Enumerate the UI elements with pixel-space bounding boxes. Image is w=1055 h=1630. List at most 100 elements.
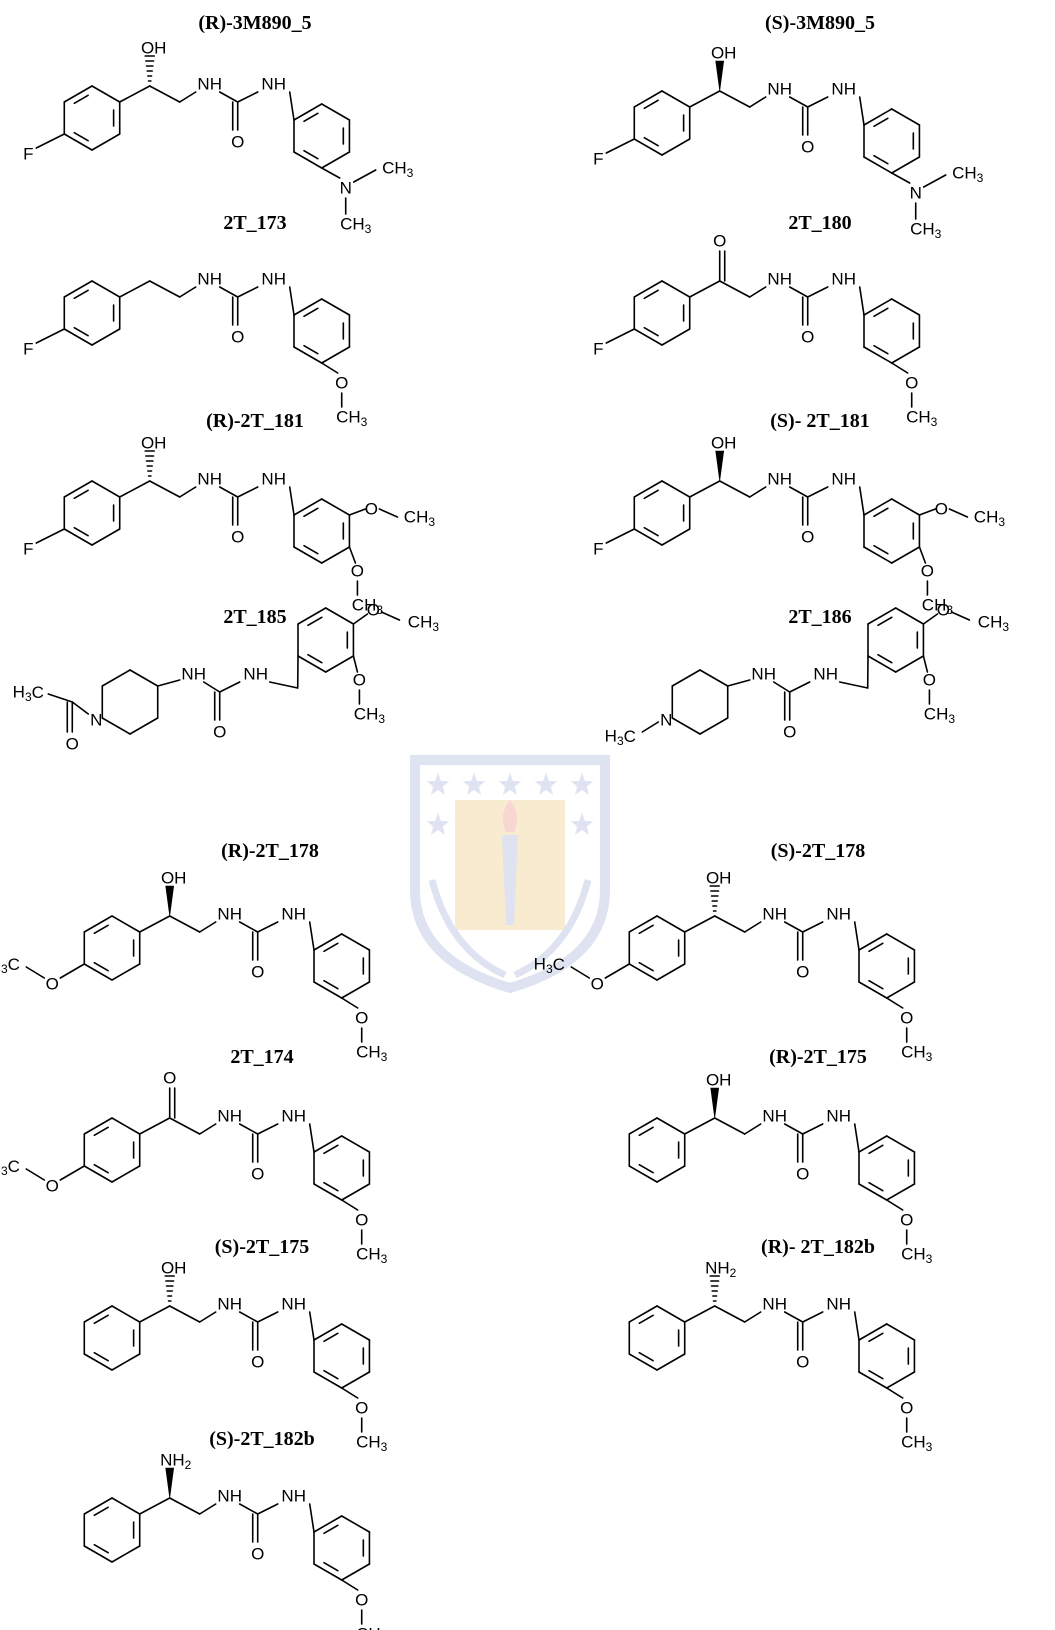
bond-line xyxy=(340,1135,371,1153)
methoxy-oxygen-label: O xyxy=(355,1591,368,1610)
bond-line xyxy=(948,508,969,518)
bond-line xyxy=(873,544,889,555)
bond-line xyxy=(118,280,151,298)
bond-line xyxy=(656,1305,686,1323)
bond-line xyxy=(633,90,663,108)
bond-line xyxy=(873,117,889,128)
bond-line xyxy=(313,1183,343,1201)
bond-line xyxy=(303,507,319,518)
bond-line xyxy=(885,1135,916,1153)
bond-line xyxy=(352,613,369,625)
fluorine-label: F xyxy=(593,150,603,169)
urea-oxygen-label: O xyxy=(796,1165,809,1184)
wedge-bond xyxy=(165,885,175,917)
bond-line xyxy=(570,966,591,979)
bond-line xyxy=(293,103,323,121)
bond-line xyxy=(320,362,339,374)
bond-line xyxy=(25,1168,46,1181)
bond-line xyxy=(303,112,319,123)
bond-line xyxy=(111,1545,141,1563)
bond-line xyxy=(806,96,829,108)
bond-line xyxy=(83,963,113,981)
amine-n-label: N xyxy=(910,184,922,203)
bond-line xyxy=(93,1126,109,1137)
bond-line xyxy=(256,921,279,933)
bond-line xyxy=(63,85,93,103)
bond-line xyxy=(890,546,921,564)
bond-line xyxy=(198,1311,217,1323)
methyl-label: CH3 xyxy=(340,215,372,237)
methyl-label: CH3 xyxy=(901,1043,933,1065)
amine-label: NH2 xyxy=(705,1259,737,1281)
amide-nh-label: NH xyxy=(197,75,222,94)
methyl-label: CH3 xyxy=(356,1625,388,1630)
methyl-label: CH3 xyxy=(978,613,1010,635)
bond-line xyxy=(168,1117,201,1135)
wedge-bond xyxy=(715,60,725,92)
bond-line xyxy=(323,1524,339,1535)
bond-line xyxy=(91,133,121,151)
methoxy-oxygen-label: O xyxy=(367,601,380,620)
bond-line xyxy=(83,1353,113,1371)
bond-line xyxy=(628,1117,658,1135)
bond-line xyxy=(894,655,925,673)
bond-line xyxy=(867,607,897,625)
bond-line xyxy=(867,655,897,673)
methoxy-oxygen-label: O xyxy=(921,562,934,581)
bond-line xyxy=(788,96,809,108)
bond-line xyxy=(605,138,636,154)
amide-nh-label: NH xyxy=(217,1487,242,1506)
bond-line xyxy=(218,486,239,498)
bond-line xyxy=(868,979,884,990)
bond-line xyxy=(293,498,323,516)
aryl-nh-label: NH xyxy=(831,270,856,289)
bond-line xyxy=(101,669,131,687)
bond-line xyxy=(633,328,663,346)
bond-line xyxy=(863,108,893,126)
bond-line xyxy=(661,280,691,298)
bond-line xyxy=(605,528,636,544)
methyl-label: CH3 xyxy=(356,1043,388,1065)
piperidine-n-label: N xyxy=(90,711,102,730)
bond-line xyxy=(380,611,401,621)
wedge-bond xyxy=(165,1467,175,1499)
bond-line xyxy=(111,1497,141,1515)
star-icon xyxy=(462,773,486,795)
bond-line xyxy=(743,1311,762,1323)
bond-line xyxy=(890,498,921,516)
bond-line xyxy=(628,1353,658,1371)
methoxy-oxygen-label: O xyxy=(353,671,366,690)
star-icon xyxy=(426,773,450,795)
urea-oxygen-label: O xyxy=(231,133,244,152)
bond-line xyxy=(604,963,631,979)
methyl-label: CH3 xyxy=(352,596,384,618)
bond-line xyxy=(863,346,893,364)
bond-line xyxy=(868,1369,884,1380)
aryl-nh-label: NH xyxy=(261,270,286,289)
bond-line xyxy=(148,280,181,298)
amide-nh-label: NH xyxy=(197,270,222,289)
bond-line xyxy=(638,961,654,972)
bond-line xyxy=(868,1181,884,1192)
methyl-label: H3C xyxy=(13,683,44,705)
bond-line xyxy=(661,528,691,546)
bond-line xyxy=(783,1311,804,1323)
bond-line xyxy=(863,546,893,564)
bond-line xyxy=(858,286,865,316)
bond-line xyxy=(885,933,916,951)
laurel-right-icon xyxy=(513,879,592,979)
bond-line xyxy=(348,508,367,516)
bond-line xyxy=(683,1117,716,1135)
bond-line xyxy=(858,1371,888,1389)
methoxy-oxygen-label: O xyxy=(365,500,378,519)
bond-line xyxy=(313,981,343,999)
bond-line xyxy=(656,915,686,933)
bond-line xyxy=(877,653,893,664)
